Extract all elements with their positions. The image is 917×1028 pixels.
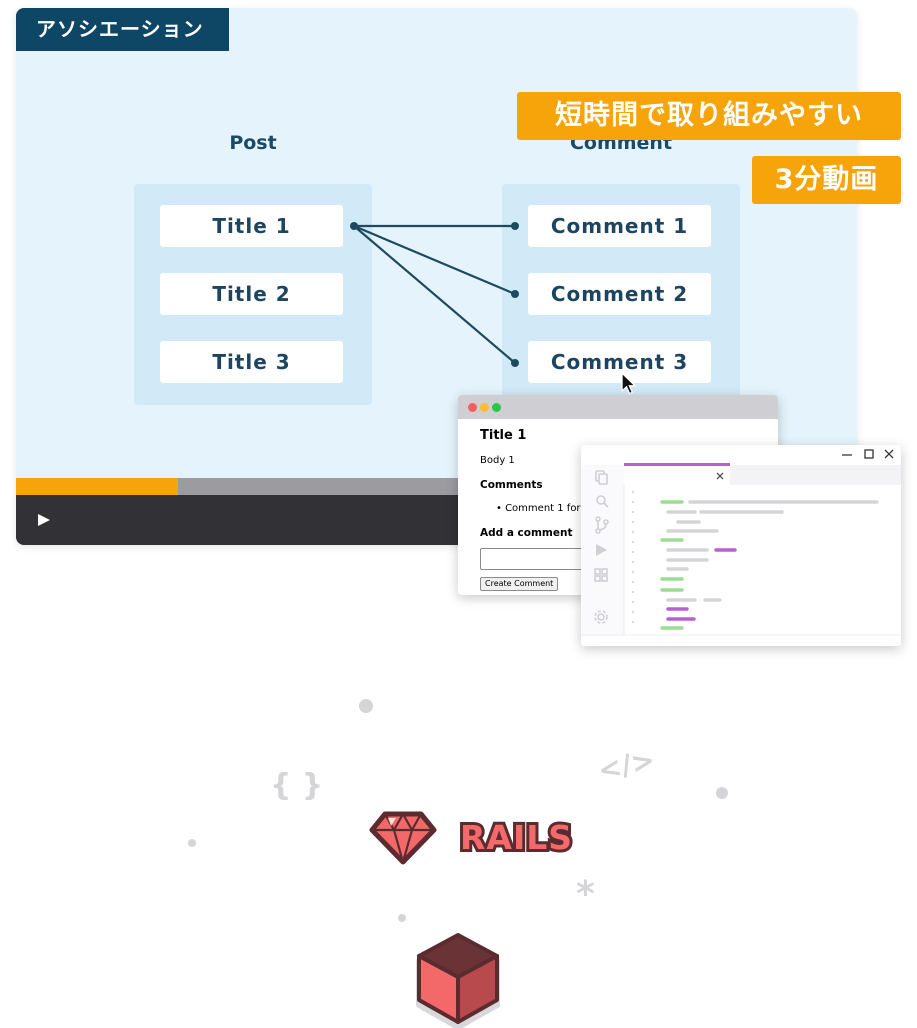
editor-window <box>581 445 901 646</box>
minimize-icon[interactable] <box>480 403 489 412</box>
post-card: Title 2 <box>160 273 343 315</box>
association-dot <box>511 359 519 367</box>
play-icon[interactable] <box>38 514 50 526</box>
decor-dot <box>398 914 406 922</box>
close-icon[interactable] <box>468 403 477 412</box>
browser-titlebar <box>458 395 778 419</box>
run-icon[interactable] <box>596 544 607 556</box>
maximize-icon[interactable] <box>492 403 501 412</box>
feature-badge: 短時間で取り組みやすい <box>517 92 901 140</box>
source-control-icon[interactable] <box>595 516 609 534</box>
comment-panel: Comment 1 Comment 2 Comment 3 <box>502 184 740 405</box>
line-gutter <box>632 491 634 623</box>
editor-canvas <box>581 449 901 636</box>
duration-badge: 3分動画 <box>752 156 901 204</box>
comment-list-item: • Comment 1 for <box>496 503 581 514</box>
association-dot <box>350 222 358 230</box>
braces-icon: { } <box>270 768 323 803</box>
tab-close-icon[interactable] <box>716 472 724 480</box>
comment-text: Comment 1 for <box>505 503 581 514</box>
association-dot <box>511 222 519 230</box>
progress-fill <box>16 478 179 495</box>
decor-dot <box>359 699 373 713</box>
post-card: Title 1 <box>160 205 343 247</box>
association-lines <box>350 222 519 367</box>
close-icon[interactable] <box>884 449 894 459</box>
comment-card: Comment 1 <box>528 205 711 247</box>
post-body: Body 1 <box>480 455 515 466</box>
association-line <box>353 224 516 296</box>
settings-icon[interactable] <box>594 610 608 624</box>
association-dot <box>511 290 519 298</box>
cube-icon <box>416 933 500 1028</box>
asterisk-icon: * <box>576 874 595 915</box>
post-panel: Title 1 Title 2 Title 3 <box>134 184 372 405</box>
extensions-icon[interactable] <box>594 568 608 582</box>
rails-label: RAILS <box>457 815 575 860</box>
add-comment-label: Add a comment <box>480 527 573 539</box>
decor-dot <box>716 787 728 799</box>
post-heading: Post <box>229 132 277 154</box>
files-icon[interactable] <box>595 470 608 485</box>
editor-tab <box>624 465 730 485</box>
search-icon[interactable] <box>596 495 609 508</box>
create-comment-button[interactable]: Create Comment <box>480 577 559 591</box>
comment-card: Comment 2 <box>528 273 711 315</box>
maximize-icon[interactable] <box>864 449 874 459</box>
active-tab-indicator <box>624 463 730 466</box>
post-card: Title 3 <box>160 341 343 383</box>
comments-heading: Comments <box>480 479 543 491</box>
decor-dot <box>188 839 196 847</box>
code-tag-icon: </> <box>595 743 658 787</box>
association-line <box>353 225 516 364</box>
ruby-gem-icon <box>369 811 437 865</box>
decoration-layer: { } </> * <box>188 699 728 1028</box>
code-lines <box>660 500 879 630</box>
video-title: アソシエーション <box>16 8 229 51</box>
comment-card: Comment 3 <box>528 341 711 383</box>
post-title: Title 1 <box>480 428 527 443</box>
cursor-icon <box>621 372 636 395</box>
